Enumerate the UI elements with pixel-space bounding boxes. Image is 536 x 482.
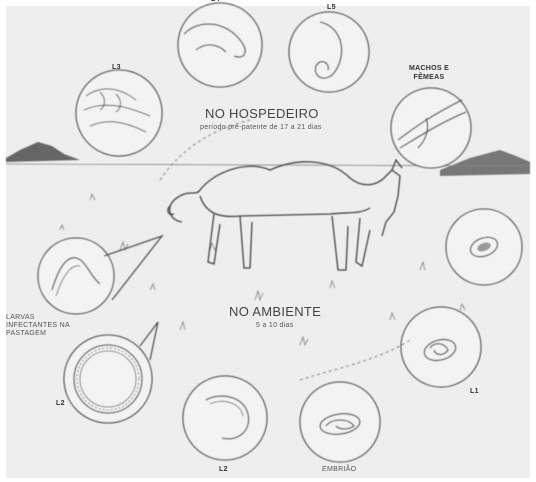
l5-inset <box>289 12 369 92</box>
l2-bottom-inset <box>183 376 267 460</box>
stage-label-adults: MACHOS E FÊMEAS <box>408 64 450 82</box>
l1-inset <box>401 307 481 387</box>
stage-label-embryo: EMBRIÃO <box>322 466 356 473</box>
l4-inset <box>178 3 262 87</box>
infective-larvae-note: LARVAS INFECTANTES NA PASTAGEM <box>6 314 82 338</box>
stage-label-l4: L4 <box>211 0 220 3</box>
stage-label-l5: L5 <box>327 4 336 11</box>
environment-heading: NO AMBIENTE <box>229 304 321 319</box>
environment-subheading: 5 a 10 dias <box>256 322 294 329</box>
adults-inset <box>391 88 471 168</box>
host-subheading: período pré-patente de 17 a 21 dias <box>200 124 322 131</box>
stage-label-l2-bottom: L2 <box>219 466 228 473</box>
stage-label-l3: L3 <box>112 64 121 71</box>
embryo-inset <box>300 382 380 462</box>
host-heading: NO HOSPEDEIRO <box>205 106 319 121</box>
l3-inset <box>76 70 162 156</box>
stage-label-l1: L1 <box>470 388 479 395</box>
stage-label-l2-left: L2 <box>56 400 65 407</box>
egg-inset-right <box>446 209 522 285</box>
